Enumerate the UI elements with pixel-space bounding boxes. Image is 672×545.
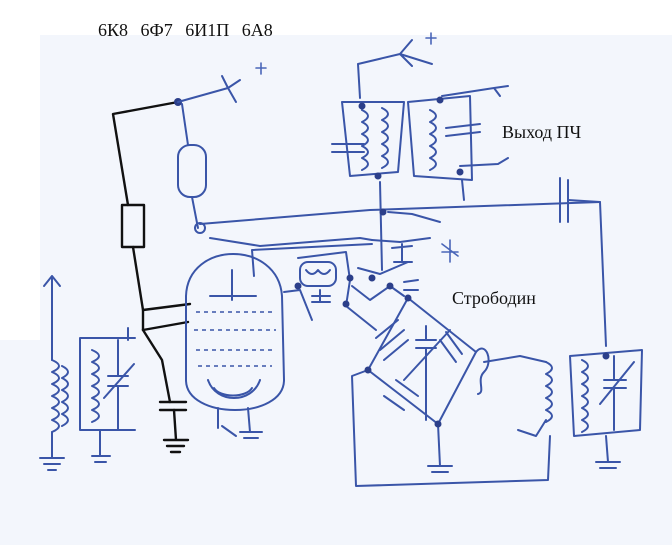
if-output-label: Выход ПЧ (502, 122, 582, 142)
oscillator-section (251, 239, 459, 331)
top-bus-wiring (199, 181, 601, 271)
strobodyne-label: Стрободин (452, 288, 536, 308)
input-tuned-circuit (79, 327, 136, 463)
antenna-input-coil (39, 275, 69, 471)
if-output-transformer (331, 32, 509, 201)
converter-tube (185, 253, 285, 439)
strobodyne-bridge (351, 294, 553, 487)
paper-left-strip (0, 340, 40, 545)
right-tuned-circuit (559, 177, 643, 469)
anode-choke (177, 62, 267, 234)
tube-types-label: 6К8 6Ф7 6И1П 6А8 (98, 20, 273, 40)
anode-resistor-chain (111, 98, 192, 454)
